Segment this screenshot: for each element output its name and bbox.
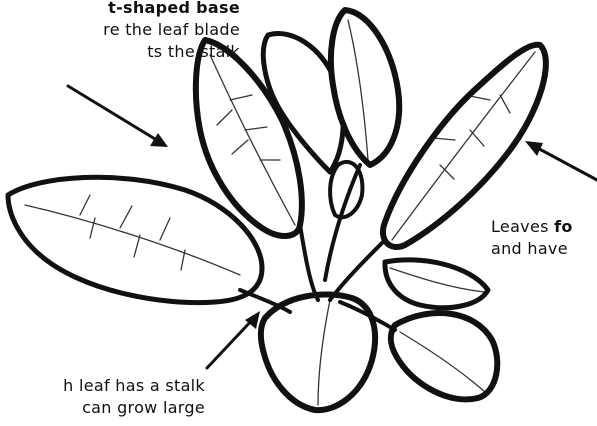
stem-right bbox=[330, 240, 385, 300]
annotation-bottom-left-line1: h leaf has a stalk bbox=[0, 375, 205, 397]
annotation-top-left-line2: re the leaf blade bbox=[0, 19, 240, 41]
arrow-bottom-left-line bbox=[207, 318, 254, 368]
annotation-top-left-line1: t-shaped base bbox=[108, 0, 240, 17]
leaf-small-right bbox=[385, 260, 488, 308]
annotation-bottom-left: h leaf has a stalk can grow large bbox=[0, 375, 205, 419]
annotation-right: Leaves fo and have bbox=[491, 216, 573, 260]
leaf-bottom-right bbox=[391, 313, 497, 399]
arrow-right-line bbox=[532, 145, 597, 180]
arrow-top-left-line bbox=[68, 86, 160, 142]
annotation-right-bold: fo bbox=[554, 217, 573, 236]
annotation-top-left: t-shaped base re the leaf blade ts the s… bbox=[0, 0, 240, 63]
arrow-right-head bbox=[525, 141, 543, 156]
stem-main bbox=[300, 225, 318, 300]
annotation-right-prefix: Leaves bbox=[491, 217, 554, 236]
arrow-top-left-head bbox=[150, 133, 168, 147]
leaf-left bbox=[8, 177, 262, 302]
annotation-bottom-left-line2: can grow large bbox=[0, 397, 205, 419]
annotation-right-line2: and have bbox=[491, 238, 573, 260]
annotation-top-left-line3: ts the stalk bbox=[0, 41, 240, 63]
